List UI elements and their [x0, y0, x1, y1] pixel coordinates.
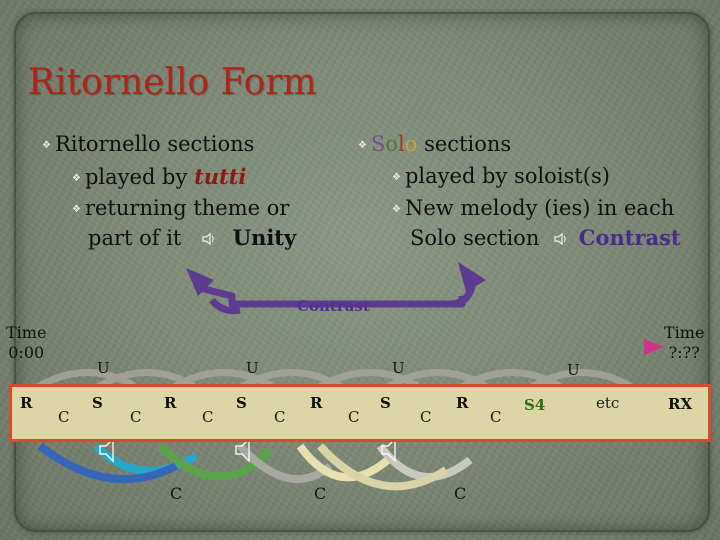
ritornello-line-3: part of it Unity	[88, 225, 296, 250]
contrast-label: Contrast	[297, 297, 370, 315]
solo-letter-l: l	[398, 132, 405, 156]
speaker-icon	[202, 232, 214, 246]
unity-arcs	[34, 369, 632, 392]
bullet-icon: ❖	[392, 172, 401, 183]
contrast-bracket	[186, 262, 486, 314]
section-solo: S	[236, 394, 247, 412]
bullet-icon: ❖	[72, 204, 81, 215]
section-contrast: C	[202, 408, 214, 426]
ritornello-heading-rest: sections	[167, 132, 255, 156]
slide-frame	[14, 12, 710, 532]
bullet-icon: ❖	[42, 140, 51, 151]
unity-label: U	[246, 359, 259, 377]
bullet-icon: ❖	[392, 204, 401, 215]
section-contrast: C	[130, 408, 142, 426]
time-start: Time 0:00	[6, 323, 46, 363]
solo-heading-rest: sections	[424, 132, 512, 156]
unity-label: U	[97, 359, 110, 377]
unity-label: U	[567, 361, 580, 379]
time-end: Time ?:??	[664, 323, 704, 363]
solo-line-3: Solo section Contrast	[410, 225, 681, 250]
ritornello-line-1-prefix: played by	[84, 165, 188, 189]
solo-line-1-text: played by soloist(s)	[404, 164, 610, 188]
ritornello-line-3-text: part of it	[88, 226, 182, 250]
time-start-value: 0:00	[8, 343, 45, 362]
ritornello-line-2: ❖returning theme or	[72, 196, 289, 220]
slide-title: Ritornello Form	[28, 62, 317, 103]
section-contrast: C	[58, 408, 70, 426]
ritornello-heading-word: Ritornello	[54, 132, 161, 156]
section-contrast: C	[348, 408, 360, 426]
section-ritornello: R	[20, 394, 33, 412]
solo-letter-s: S	[370, 132, 386, 156]
time-end-label: Time	[664, 323, 705, 342]
section-contrast: C	[490, 408, 502, 426]
solo-letter-o: o	[385, 132, 399, 156]
unity-label: U	[392, 359, 405, 377]
ritornello-line-1-em: tutti	[194, 164, 247, 189]
solo-line-1: ❖played by soloist(s)	[392, 164, 610, 188]
time-start-label: Time	[6, 323, 47, 342]
timeline-arrow	[66, 339, 664, 355]
section-ritornello: R	[456, 394, 469, 412]
solo-result: Contrast	[578, 225, 681, 250]
bullet-icon: ❖	[358, 140, 367, 151]
section-etc: etc	[596, 394, 620, 412]
section-solo: S	[92, 394, 103, 412]
contrast-lower-label: C	[454, 484, 467, 503]
contrast-lower-label: C	[170, 484, 183, 503]
section-solo-4: S4	[524, 396, 546, 414]
contrast-arcs	[37, 442, 473, 491]
timeline-strip	[9, 384, 711, 442]
ritornello-result: Unity	[232, 225, 297, 250]
solo-line-3-text: Solo section	[410, 226, 540, 250]
section-ritornello: R	[310, 394, 323, 412]
bullet-icon: ❖	[72, 173, 81, 184]
section-contrast: C	[274, 408, 286, 426]
solo-letter-o2: o	[404, 132, 418, 156]
ritornello-line-2-text: returning theme or	[84, 196, 290, 220]
ritornello-line-1: ❖played by tutti	[72, 164, 246, 189]
time-end-value: ?:??	[668, 343, 700, 362]
section-ritornello-final: RX	[668, 395, 693, 413]
contrast-lower-label: C	[314, 484, 327, 503]
ritornello-heading: ❖Ritornello sections	[42, 132, 254, 156]
section-solo: S	[380, 394, 391, 412]
section-contrast: C	[420, 408, 432, 426]
solo-line-2: ❖New melody (ies) in each	[392, 196, 674, 220]
solo-line-2-text: New melody (ies) in each	[404, 196, 675, 220]
solo-heading: ❖Solo sections	[358, 132, 511, 156]
section-ritornello: R	[164, 394, 177, 412]
speaker-icon	[554, 232, 566, 246]
